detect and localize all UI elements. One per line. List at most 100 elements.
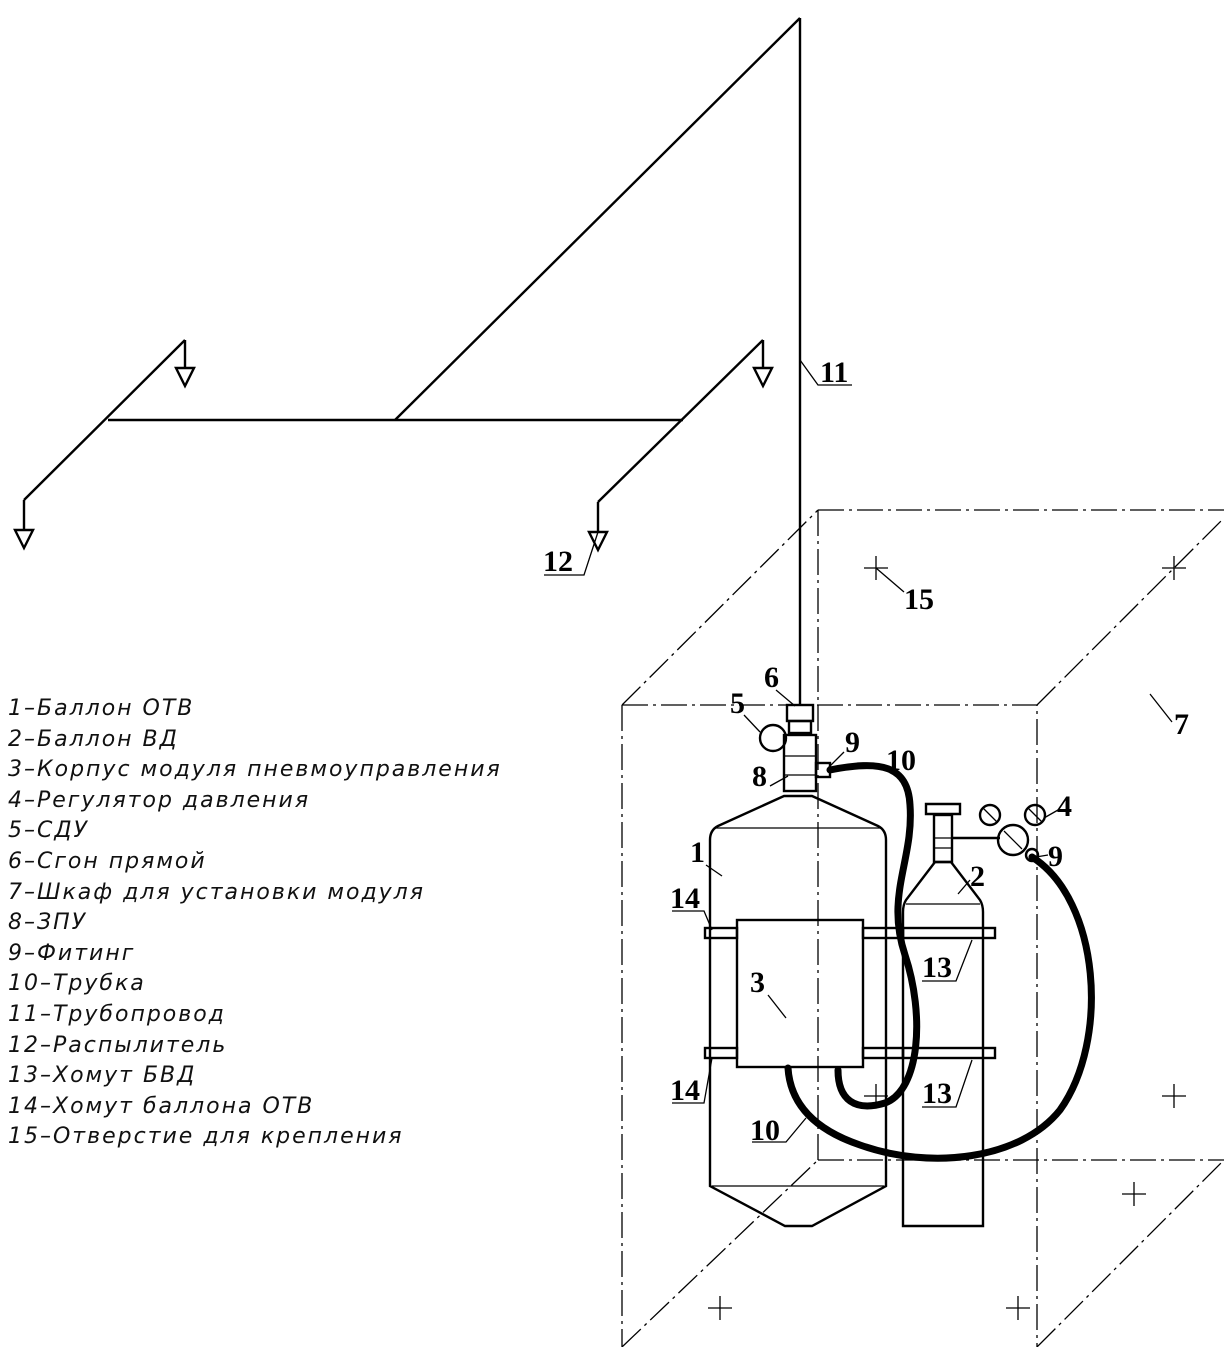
nozzle-left-top xyxy=(174,366,196,389)
legend-item: 11–Трубопровод xyxy=(8,1001,226,1027)
callout-14b: 14 xyxy=(670,1074,700,1107)
legend-item: 6–Сгон прямой xyxy=(8,848,207,874)
callout-10b: 10 xyxy=(750,1114,780,1147)
callout-11: 11 xyxy=(820,356,848,389)
leader-3 xyxy=(767,994,787,1019)
callout-15: 15 xyxy=(904,583,934,616)
clamp-upper-pressure xyxy=(901,926,997,940)
pipeline-network xyxy=(13,17,802,705)
release-device-5 xyxy=(758,723,788,753)
callout-14a: 14 xyxy=(670,882,700,915)
nozzle-right-top xyxy=(752,366,774,389)
regulator-gauge-right xyxy=(1023,803,1047,827)
callout-12: 12 xyxy=(543,545,573,578)
pressure-cylinder xyxy=(901,802,985,1228)
cabinet-front-face xyxy=(621,704,1038,1347)
left-branch xyxy=(23,339,186,501)
regulator-body xyxy=(996,823,1030,857)
legend-item: 8–ЗПУ xyxy=(8,910,88,936)
legend-item: 13–Хомут БВД xyxy=(8,1063,197,1089)
callout-2: 2 xyxy=(970,860,985,893)
legend-item: 3–Корпус модуля пневмоуправления xyxy=(8,757,502,783)
union-fitting-6 xyxy=(785,703,815,723)
leader-8 xyxy=(769,775,789,787)
cabinet-back-face xyxy=(817,509,1224,1161)
mounting-hole xyxy=(1162,1084,1186,1108)
right-branch xyxy=(597,339,764,503)
leader-10b xyxy=(752,1117,807,1143)
cabinet-bottom-left-edge xyxy=(621,1159,819,1347)
leader-9a xyxy=(827,751,845,769)
hoses xyxy=(784,762,1095,1162)
leader-5 xyxy=(743,714,761,733)
legend-item: 1–Баллон ОТВ xyxy=(8,696,195,721)
callout-1: 1 xyxy=(690,836,705,869)
leader-13b xyxy=(922,1059,973,1108)
clamps xyxy=(703,926,997,1060)
callout-4: 4 xyxy=(1057,790,1072,823)
leader-14b xyxy=(672,1057,713,1104)
legend-item: 4–Регулятор давления xyxy=(8,787,311,813)
cylinder-head-assembly xyxy=(758,703,832,793)
callout-9a: 9 xyxy=(845,726,860,759)
leader-12 xyxy=(544,531,599,576)
control-module-box xyxy=(735,918,865,1069)
callout-3: 3 xyxy=(750,966,765,999)
leader-2 xyxy=(957,879,971,895)
clamp-upper-agent xyxy=(703,926,739,940)
callout-6: 6 xyxy=(764,661,779,694)
leader-14a xyxy=(672,910,713,931)
cabinet-bottom-right-edge xyxy=(1036,1159,1224,1347)
pressure-cylinder-neck xyxy=(935,837,951,849)
legend-item: 7–Шкаф для установки модуля xyxy=(8,879,425,905)
valve-8-body xyxy=(782,733,818,793)
regulator-gauge-left xyxy=(978,803,1002,827)
leader-15 xyxy=(875,567,905,593)
leader-10a xyxy=(879,765,889,771)
callout-10a: 10 xyxy=(886,744,916,777)
legend-item: 14–Хомут баллона ОТВ xyxy=(8,1093,315,1119)
callout-7: 7 xyxy=(1174,708,1189,741)
union-fitting-6-nut xyxy=(787,719,813,735)
clamp-lower-agent-right xyxy=(861,1046,905,1060)
callout-5: 5 xyxy=(730,687,745,720)
mounting-hole xyxy=(1122,1182,1146,1206)
leader-1 xyxy=(705,864,723,877)
regulator-gauge-marks xyxy=(982,807,1043,850)
legend-item: 12–Распылитель xyxy=(8,1032,228,1058)
callout-9b: 9 xyxy=(1048,840,1063,873)
agent-cylinder xyxy=(708,794,888,1228)
leader-11 xyxy=(799,359,852,386)
pressure-regulator xyxy=(952,803,1047,863)
legend-item: 5–СДУ xyxy=(8,818,89,844)
leader-4 xyxy=(1043,809,1059,819)
mounting-hole xyxy=(1006,1296,1030,1320)
leader-lines xyxy=(544,359,1173,1143)
leader-13a xyxy=(922,939,973,982)
cabinet-top-right-edge xyxy=(1036,517,1224,706)
legend-item: 10–Трубка xyxy=(8,971,146,997)
clamp-lower-pressure xyxy=(901,1046,997,1060)
mounting-hole xyxy=(708,1296,732,1320)
nozzle-left-bottom xyxy=(13,528,35,551)
clamp-lower-agent xyxy=(703,1046,739,1060)
callout-13b: 13 xyxy=(922,1077,952,1110)
control-module xyxy=(735,918,865,1069)
callouts: 11 12 15 7 6 5 8 9 10 4 9 2 1 14 3 13 13… xyxy=(543,356,1189,1147)
cabinet-top-left-edge xyxy=(621,509,819,706)
valve-8-lines xyxy=(784,755,816,776)
component-legend: 1–Баллон ОТВ 2–Баллон ВД 3–Корпус модуля… xyxy=(8,694,502,1153)
callout-8: 8 xyxy=(752,760,767,793)
hose-regulator xyxy=(784,853,1095,1162)
nozzle-right-bottom xyxy=(587,530,609,553)
diagonal-riser xyxy=(394,17,801,421)
mounting-hole xyxy=(1162,556,1186,580)
pressure-cylinder-body xyxy=(901,860,985,1228)
pressure-cylinder-handwheel xyxy=(924,802,962,816)
callout-13a: 13 xyxy=(922,951,952,984)
legend-item: 2–Баллон ВД xyxy=(8,726,179,752)
leader-6 xyxy=(775,689,796,707)
hose-upper xyxy=(826,762,921,1110)
leader-7 xyxy=(1149,693,1173,723)
